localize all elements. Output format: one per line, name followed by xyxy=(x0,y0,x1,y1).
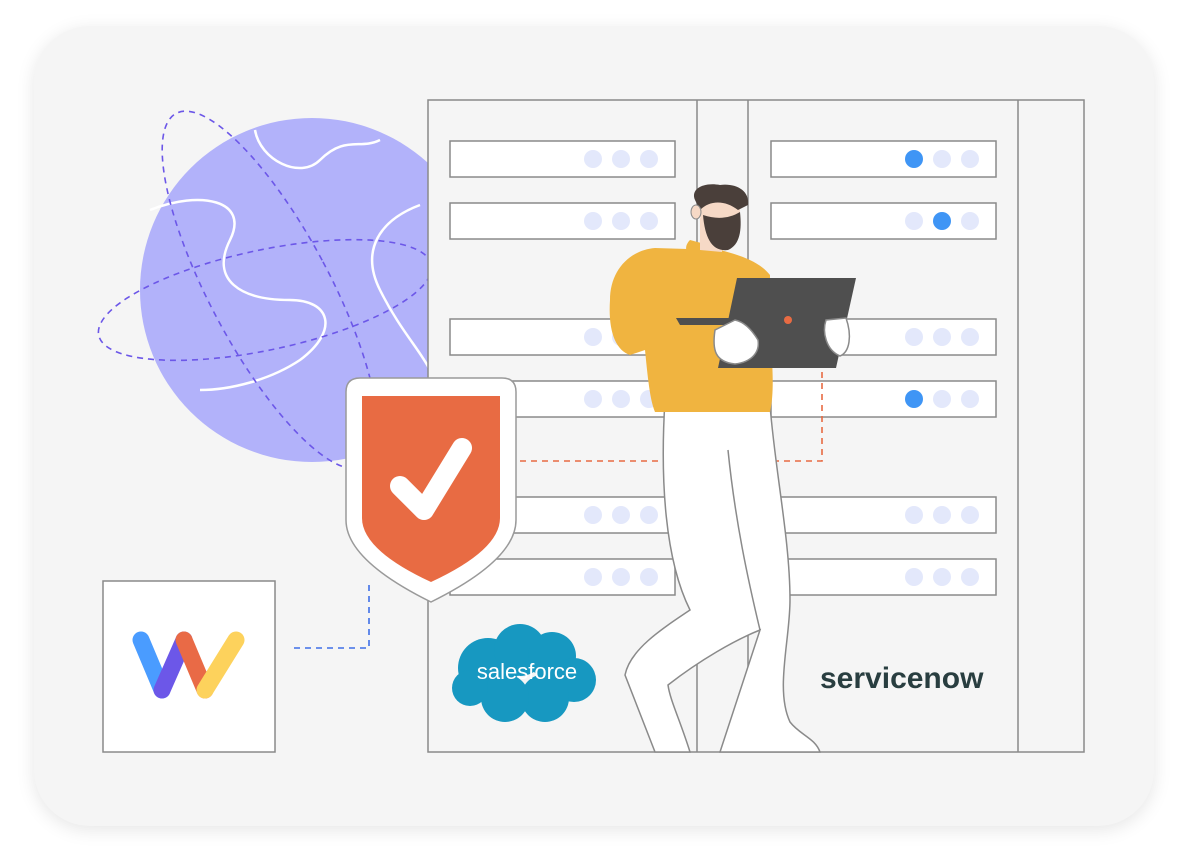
salesforce-wordmark: salesforce xyxy=(477,659,577,684)
status-led-idle xyxy=(612,150,630,168)
status-led-idle xyxy=(905,328,923,346)
salesforce-logo: salesforce xyxy=(452,624,596,722)
beard xyxy=(703,212,741,251)
status-led-idle xyxy=(584,390,602,408)
person-with-tablet xyxy=(609,184,856,753)
server-slot xyxy=(770,140,997,178)
status-led-idle xyxy=(640,506,658,524)
right-server-slots xyxy=(770,140,997,596)
status-led-idle xyxy=(933,328,951,346)
security-shield xyxy=(345,377,517,603)
status-led-idle xyxy=(905,568,923,586)
server-slot xyxy=(770,202,997,240)
hair xyxy=(694,184,749,210)
globe-sphere xyxy=(140,118,484,462)
status-led-idle xyxy=(905,506,923,524)
globe-continent-line xyxy=(253,129,381,170)
status-led-idle xyxy=(584,212,602,230)
workato-logo-icon xyxy=(132,631,245,699)
status-led-idle xyxy=(961,212,979,230)
globe-continent-line xyxy=(149,198,327,392)
legs xyxy=(624,399,822,753)
status-led-idle xyxy=(612,506,630,524)
checkmark-icon xyxy=(390,438,472,520)
status-led-idle xyxy=(933,506,951,524)
shirt xyxy=(609,248,773,412)
status-led-idle xyxy=(640,150,658,168)
server-slot xyxy=(449,202,676,240)
status-led-idle xyxy=(933,390,951,408)
status-led-active xyxy=(905,150,923,168)
connector-line xyxy=(520,372,823,462)
servicenow-wordmark: servicenow xyxy=(820,662,984,695)
tablet-camera-dot xyxy=(784,316,792,324)
status-led-idle xyxy=(961,328,979,346)
servicenow-logo: servicenow xyxy=(820,662,984,695)
status-led-idle xyxy=(584,568,602,586)
status-led-idle xyxy=(612,568,630,586)
left-hand xyxy=(713,319,760,365)
status-led-idle xyxy=(961,506,979,524)
status-led-active xyxy=(933,212,951,230)
connector-line xyxy=(294,585,370,649)
right-hand xyxy=(823,317,851,357)
globe-continent-line xyxy=(370,203,432,371)
status-led-idle xyxy=(961,390,979,408)
status-led-idle xyxy=(584,328,602,346)
status-led-idle xyxy=(933,568,951,586)
status-led-idle xyxy=(933,150,951,168)
server-slot xyxy=(449,140,676,178)
status-led-idle xyxy=(612,212,630,230)
status-led-idle xyxy=(905,212,923,230)
status-led-idle xyxy=(584,506,602,524)
status-led-idle xyxy=(640,568,658,586)
status-led-active xyxy=(905,390,923,408)
server-slot xyxy=(770,558,997,596)
status-led-idle xyxy=(961,568,979,586)
status-led-idle xyxy=(961,150,979,168)
status-led-idle xyxy=(640,212,658,230)
status-led-idle xyxy=(584,150,602,168)
workato-logo-tile xyxy=(102,580,276,753)
status-led-idle xyxy=(612,390,630,408)
